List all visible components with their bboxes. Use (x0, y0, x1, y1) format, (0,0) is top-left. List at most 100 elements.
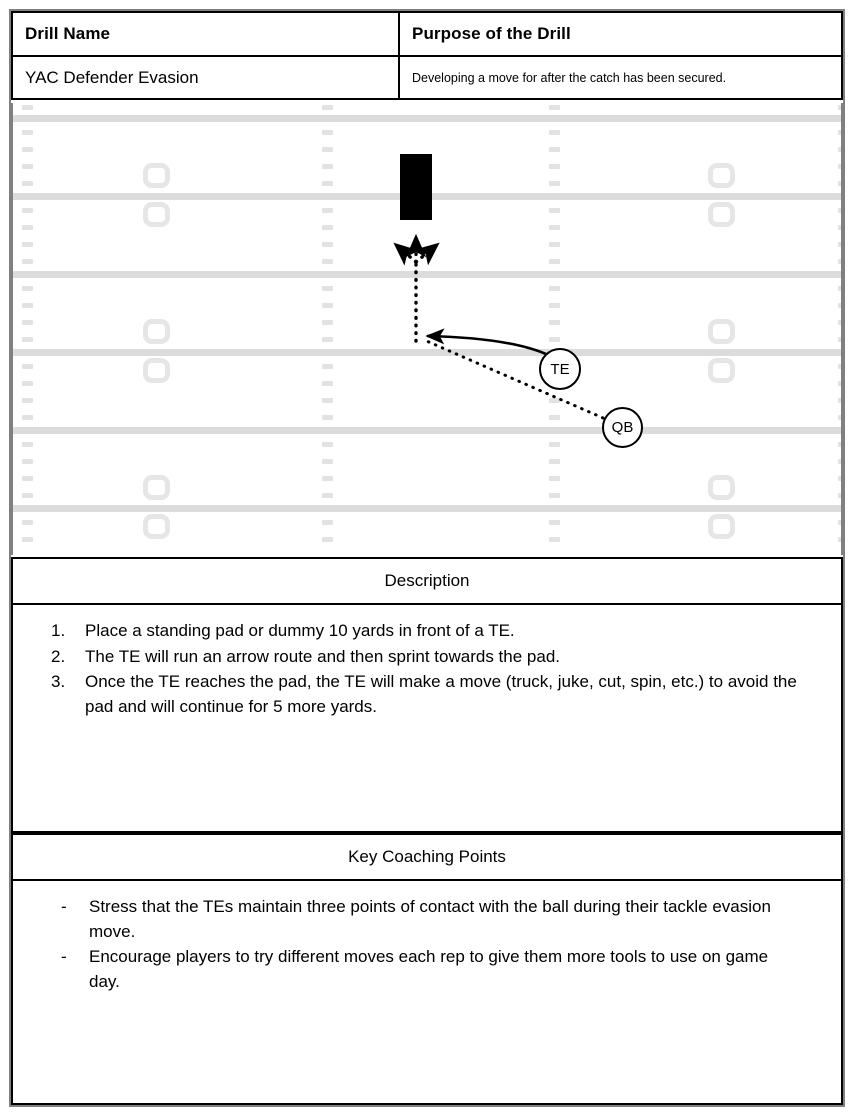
yard-number-placeholder (708, 319, 735, 344)
drill-info-table: Drill Name Purpose of the Drill YAC Defe… (11, 11, 843, 100)
yard-number-placeholder (143, 514, 170, 539)
hash-mark (22, 147, 33, 152)
hash-mark (838, 493, 841, 498)
hash-mark (322, 398, 333, 403)
evasion-arrow-left (393, 242, 418, 266)
hash-mark (22, 181, 33, 186)
document-border (9, 9, 845, 1107)
hash-mark (549, 164, 560, 169)
hash-mark (22, 208, 33, 213)
hash-mark (322, 520, 333, 525)
hash-mark (549, 442, 560, 447)
hash-mark (322, 164, 333, 169)
hash-mark (322, 381, 333, 386)
hash-mark (22, 476, 33, 481)
hash-mark (322, 286, 333, 291)
drill-name-header-label: Drill Name (25, 24, 111, 43)
quarterback-marker: QB (602, 407, 643, 448)
coaching-points-title: Key Coaching Points (13, 835, 841, 881)
purpose-header-label: Purpose of the Drill (412, 24, 571, 43)
hash-mark (838, 242, 841, 247)
hash-mark (549, 259, 560, 264)
hash-mark (549, 459, 560, 464)
coaching-points-section: Key Coaching Points Stress that the TEs … (11, 833, 843, 1105)
hash-mark (22, 415, 33, 420)
hash-mark (838, 259, 841, 264)
quarterback-label: QB (611, 419, 634, 436)
hash-mark (322, 259, 333, 264)
hash-mark (322, 303, 333, 308)
hash-mark (838, 105, 841, 110)
hash-mark (322, 415, 333, 420)
hash-mark (838, 364, 841, 369)
coaching-points-body: Stress that the TEs maintain three point… (13, 881, 841, 1005)
hash-mark (549, 320, 560, 325)
description-title: Description (13, 559, 841, 605)
hash-mark (838, 147, 841, 152)
description-step: Place a standing pad or dummy 10 yards i… (51, 619, 515, 643)
hash-mark (549, 303, 560, 308)
hash-mark (549, 130, 560, 135)
hash-mark (838, 398, 841, 403)
hash-mark (322, 537, 333, 542)
hash-mark (838, 537, 841, 542)
yard-line (13, 505, 841, 512)
hash-mark (22, 320, 33, 325)
hash-mark (549, 537, 560, 542)
hash-mark (549, 225, 560, 230)
yard-line (13, 115, 841, 122)
description-body: Place a standing pad or dummy 10 yards i… (13, 605, 841, 730)
football-field-diagram: TE QB (11, 103, 843, 555)
description-title-label: Description (384, 571, 470, 590)
description-section: Description Place a standing pad or dumm… (11, 557, 843, 833)
hash-mark (322, 476, 333, 481)
hash-mark (549, 181, 560, 186)
coaching-points-title-label: Key Coaching Points (348, 847, 506, 866)
drill-name-header-cell: Drill Name (13, 13, 400, 55)
hash-mark (549, 415, 560, 420)
standing-pad-block (400, 154, 432, 220)
hash-mark (838, 320, 841, 325)
hash-mark (549, 286, 560, 291)
yard-line (13, 349, 841, 356)
evasion-arrow-right (414, 242, 440, 266)
hash-mark (22, 337, 33, 342)
drill-name-value-cell: YAC Defender Evasion (13, 57, 400, 98)
yard-line (13, 271, 841, 278)
tight-end-label: TE (550, 360, 570, 378)
yard-number-placeholder (708, 514, 735, 539)
yard-number-placeholder (708, 163, 735, 188)
yard-number-placeholder (143, 319, 170, 344)
hash-mark (322, 242, 333, 247)
hash-mark (549, 208, 560, 213)
hash-mark (549, 337, 560, 342)
hash-mark (22, 381, 33, 386)
description-step: The TE will run an arrow route and then … (51, 645, 560, 669)
hash-mark (322, 337, 333, 342)
hash-mark (838, 476, 841, 481)
yard-number-placeholder (708, 475, 735, 500)
hash-mark (22, 130, 33, 135)
yard-number-placeholder (708, 358, 735, 383)
hash-mark (549, 520, 560, 525)
purpose-value-cell: Developing a move for after the catch ha… (400, 57, 841, 98)
hash-mark (22, 242, 33, 247)
three-way-evasion-arrows (393, 233, 440, 266)
hash-mark (322, 130, 333, 135)
hash-mark (838, 337, 841, 342)
hash-mark (322, 105, 333, 110)
hash-mark (22, 459, 33, 464)
hash-mark (549, 147, 560, 152)
hash-mark (22, 225, 33, 230)
route-lines-layer (393, 233, 612, 423)
hash-mark (322, 493, 333, 498)
hash-mark (838, 520, 841, 525)
hash-mark (22, 442, 33, 447)
hash-mark (22, 520, 33, 525)
description-step: Once the TE reaches the pad, the TE will… (51, 670, 797, 716)
hash-mark (322, 225, 333, 230)
hash-mark (549, 398, 560, 403)
hash-mark (22, 286, 33, 291)
hash-mark (22, 259, 33, 264)
